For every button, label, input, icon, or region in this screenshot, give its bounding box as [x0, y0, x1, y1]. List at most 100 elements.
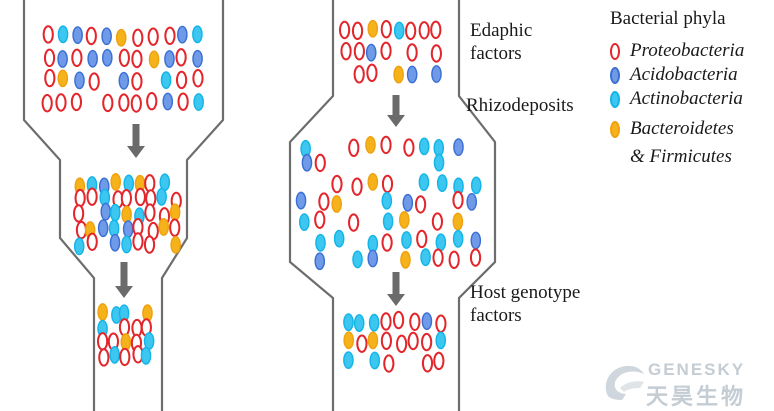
proteobacteria-cell	[380, 19, 392, 39]
proteobacteria-cell	[469, 248, 482, 267]
legend-label-firmicutes: & Firmicutes	[630, 146, 732, 167]
proteobacteria-cell	[348, 138, 360, 157]
proteobacteria-cell	[340, 42, 352, 61]
acidobacteria-cell	[72, 26, 83, 45]
bacteroidetes-cell	[400, 250, 411, 269]
acidobacteria-cell	[421, 312, 433, 330]
acidobacteria-cell	[74, 71, 85, 90]
proteobacteria-cell	[118, 48, 130, 68]
actinobacteria-cell	[109, 345, 120, 364]
proteobacteria-cell	[448, 250, 460, 270]
proteobacteria-cell	[392, 310, 405, 330]
actinobacteria-cell	[193, 93, 204, 111]
bacteroidetes-cell	[367, 172, 379, 191]
proteobacteria-cell	[421, 354, 434, 373]
proteobacteria-cell	[118, 93, 130, 112]
proteobacteria-cell	[407, 331, 419, 351]
proteobacteria-cell	[406, 43, 418, 62]
actinobacteria-cell	[420, 248, 431, 267]
acidobacteria-cell	[402, 193, 414, 212]
proteobacteria-cell	[143, 235, 156, 254]
bacteroidetes-cell	[170, 235, 181, 254]
bacteroidetes-cell	[110, 172, 122, 191]
proteobacteria-cell	[331, 174, 343, 194]
bacteroidetes-cell	[343, 331, 354, 350]
proteobacteria-cell	[70, 92, 83, 112]
right-funnel-outline	[288, 0, 497, 411]
proteobacteria-cell	[318, 192, 330, 211]
proteobacteria-cell	[86, 232, 98, 251]
proteobacteria-cell	[381, 233, 393, 252]
proteobacteria-cell	[74, 188, 86, 208]
proteobacteria-cell	[55, 93, 67, 112]
bacteroidetes-cell	[121, 205, 132, 224]
bacteroidetes-cell	[97, 303, 108, 321]
legend-swatch-bacteroidetes	[610, 120, 620, 138]
down-arrow-icon	[115, 262, 133, 298]
proteobacteria-cell	[118, 318, 131, 337]
actinobacteria-cell	[315, 233, 326, 252]
actinobacteria-cell	[140, 346, 152, 365]
genesky-logo-cn-text: 天昊生物	[646, 385, 747, 410]
acidobacteria-cell	[122, 220, 134, 239]
proteobacteria-cell	[381, 174, 394, 194]
actinobacteria-cell	[343, 313, 354, 332]
edaphic-factors-label: factors	[470, 43, 522, 64]
acidobacteria-cell	[466, 192, 478, 211]
legend-label: Proteobacteria	[630, 40, 745, 61]
bacteroidetes-cell	[393, 65, 404, 84]
actinobacteria-cell	[369, 351, 381, 370]
proteobacteria-cell	[119, 347, 131, 367]
proteobacteria-cell	[177, 92, 189, 111]
acidobacteria-cell	[87, 49, 98, 68]
proteobacteria-cell	[433, 351, 445, 371]
acidobacteria-cell	[162, 92, 174, 111]
proteobacteria-cell	[405, 21, 417, 41]
actinobacteria-cell	[433, 138, 445, 157]
actinobacteria-cell	[401, 231, 412, 249]
proteobacteria-cell	[380, 312, 392, 331]
proteobacteria-cell	[430, 20, 442, 40]
bacteroidetes-cell	[120, 333, 132, 351]
edaphic-label: Edaphic	[470, 20, 533, 41]
acidobacteria-cell	[453, 138, 464, 157]
bacteroidetes-cell	[367, 331, 379, 350]
genesky-logo-text: GENESKY	[648, 360, 746, 379]
proteobacteria-cell	[132, 232, 144, 251]
proteobacteria-cell	[338, 20, 351, 40]
genesky-logo: GENESKY 天昊生物	[600, 358, 770, 410]
actinobacteria-cell	[353, 314, 365, 332]
legend-item-proteobacteria: Proteobacteria	[610, 40, 744, 62]
actinobacteria-cell	[418, 173, 430, 192]
proteobacteria-cell	[131, 72, 143, 91]
acidobacteria-cell	[470, 231, 482, 250]
actinobacteria-cell	[381, 191, 393, 210]
proteobacteria-cell	[42, 25, 54, 44]
actinobacteria-cell	[343, 351, 354, 370]
proteobacteria-cell	[132, 28, 144, 48]
acidobacteria-cell	[164, 50, 175, 68]
proteobacteria-cell	[164, 26, 176, 45]
legend-swatch-proteobacteria	[610, 42, 620, 60]
proteobacteria-cell	[98, 348, 110, 367]
down-arrow-icon	[387, 95, 405, 127]
proteobacteria-cell	[147, 27, 159, 46]
actinobacteria-cell	[470, 176, 482, 195]
acidobacteria-cell	[431, 65, 442, 83]
bacteroidetes-cell	[169, 203, 181, 222]
proteobacteria-cell	[351, 21, 364, 41]
proteobacteria-cell	[146, 92, 158, 111]
proteobacteria-cell	[435, 314, 447, 333]
proteobacteria-cell	[120, 189, 132, 208]
proteobacteria-cell	[380, 41, 392, 60]
down-arrow-icon	[127, 124, 145, 158]
actinobacteria-cell	[382, 212, 394, 231]
actinobacteria-cell	[452, 229, 464, 248]
acidobacteria-cell	[100, 202, 112, 221]
proteobacteria-cell	[134, 187, 146, 207]
proteobacteria-cell	[71, 48, 83, 68]
legend-item-bacteroidetes: Bacteroidetes	[610, 118, 734, 140]
acidobacteria-cell	[314, 252, 326, 271]
proteobacteria-cell	[380, 331, 393, 350]
